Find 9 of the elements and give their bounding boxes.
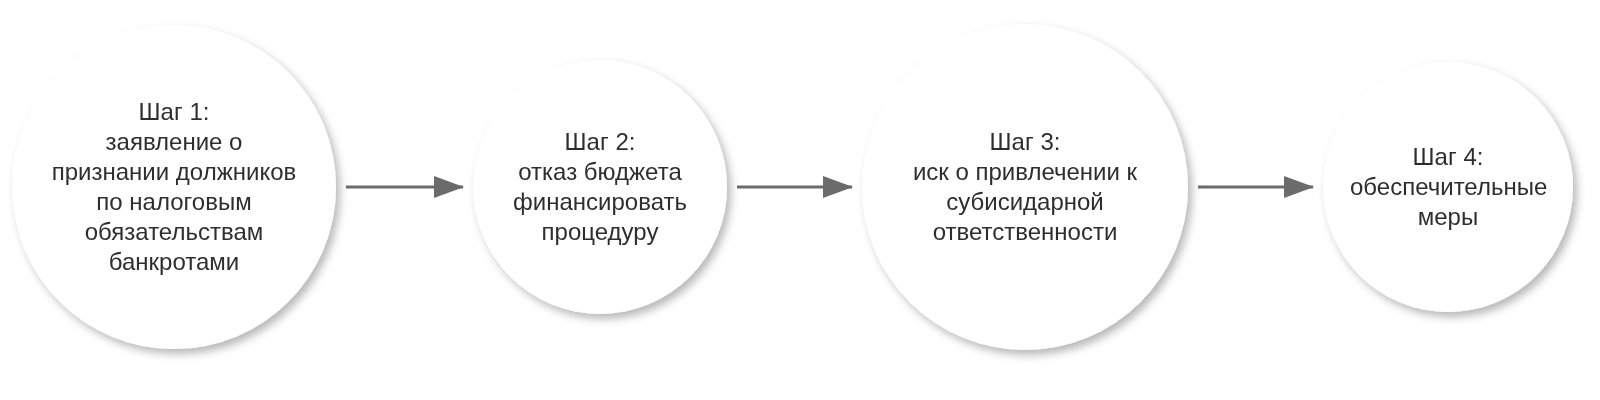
step-description: отказ бюджета финансировать процедуру bbox=[512, 157, 688, 247]
step-heading: Шаг 3: bbox=[989, 127, 1061, 157]
arrow bbox=[1198, 176, 1314, 198]
arrow bbox=[737, 176, 853, 198]
step-heading: Шаг 1: bbox=[138, 97, 210, 127]
step-heading: Шаг 2: bbox=[564, 127, 636, 157]
step-description: заявление о признании должников по налоговым обязательствам банкротами bbox=[50, 127, 298, 277]
arrow bbox=[346, 176, 464, 198]
step-description: иск о привлечении к субисидарной ответственности bbox=[911, 157, 1139, 247]
